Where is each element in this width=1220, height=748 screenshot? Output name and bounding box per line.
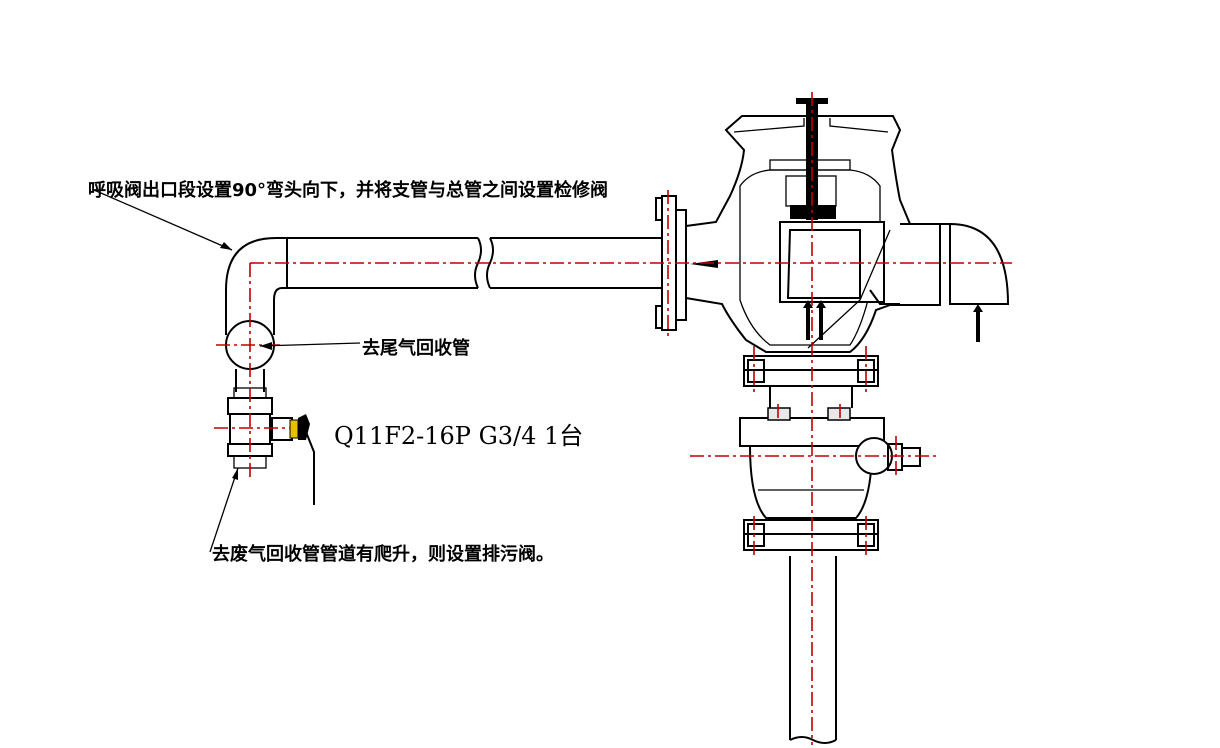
bottom-flange	[743, 519, 879, 551]
breather-valve-body	[685, 98, 1010, 353]
leader-lines	[93, 189, 361, 553]
vertical-main-pipe	[789, 556, 837, 744]
valve-model-label: Q11F2-16P G3/4 1台	[334, 422, 584, 450]
centerlines	[214, 92, 1012, 745]
flow-arrow	[690, 260, 718, 268]
horizontal-pipe	[286, 237, 662, 289]
waste-gas-note: 去废气回收管管道有爬升，则设置排污阀。	[212, 544, 554, 565]
drain-ball-valve	[227, 387, 315, 505]
breather-outlet-note: 呼吸阀出口段设置90°弯头向下，并将支管与总管之间设置检修阀	[88, 180, 609, 201]
elbow-90-degree	[225, 237, 287, 335]
isolation-valve	[739, 407, 921, 519]
tail-gas-return-label: 去尾气回收管	[362, 338, 470, 359]
lower-flange	[743, 355, 879, 408]
